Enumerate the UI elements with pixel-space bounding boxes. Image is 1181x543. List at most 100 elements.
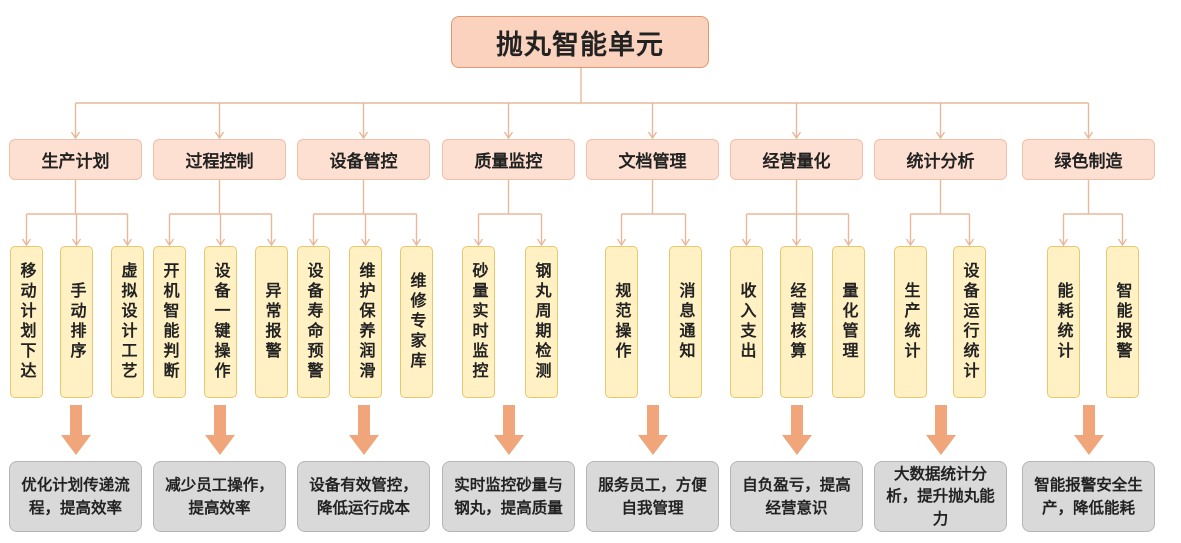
item-box: 手动排序	[60, 246, 93, 398]
item-box: 设备运行统计	[953, 246, 986, 398]
item-box: 虚拟设计工艺	[111, 246, 144, 398]
outcome-text: 优化计划传递流程，提高效率	[21, 476, 130, 517]
arrow-tip	[411, 238, 422, 247]
arrow-tip	[358, 131, 369, 140]
arrow-tip	[791, 131, 802, 140]
outcome-text: 智能报警安全生产，降低能耗	[1034, 476, 1143, 517]
outcome-text: 减少员工操作，提高效率	[165, 476, 274, 517]
down-arrow-icon	[60, 405, 91, 455]
arrow-tip	[536, 238, 547, 247]
arrow-tip	[1083, 131, 1094, 140]
item-box: 维护保养润滑	[349, 246, 382, 398]
item-box: 经营核算	[780, 246, 813, 398]
down-arrow-icon	[925, 405, 956, 455]
arrow-tip	[791, 238, 802, 247]
category-label: 设备管控	[329, 152, 398, 172]
category-box: 文档管理	[586, 139, 719, 180]
item-label: 消息通知	[676, 282, 696, 362]
down-arrow-icon	[781, 405, 812, 455]
item-label: 异常报警	[262, 282, 282, 362]
category-box: 绿色制造	[1022, 139, 1155, 180]
outcome-box: 自负盈亏，提高经营意识	[730, 461, 863, 532]
category-label: 生产计划	[41, 152, 110, 172]
category-label: 经营量化	[762, 152, 831, 172]
item-label: 经营核算	[787, 282, 807, 362]
item-box: 钢丸周期检测	[525, 246, 558, 398]
item-label: 设备寿命预警	[304, 262, 324, 382]
outcome-box: 实时监控砂量与钢丸，提高质量	[442, 461, 575, 532]
item-box: 开机智能判断	[153, 246, 186, 398]
item-box: 能耗统计	[1047, 246, 1080, 398]
outcome-box: 服务员工，方便自我管理	[586, 461, 719, 532]
category-label: 统计分析	[906, 152, 975, 172]
item-box: 量化管理	[832, 246, 865, 398]
down-arrow-icon	[637, 405, 668, 455]
category-box: 质量监控	[442, 139, 575, 180]
item-label: 钢丸周期检测	[532, 262, 552, 382]
root-node: 抛丸智能单元	[451, 16, 709, 68]
item-box: 移动计划下达	[10, 246, 43, 398]
item-label: 设备运行统计	[960, 262, 980, 382]
item-label: 维护保养润滑	[356, 262, 376, 382]
outcome-text: 设备有效管控，降低运行成本	[309, 476, 418, 517]
item-box: 消息通知	[669, 246, 702, 398]
category-box: 设备管控	[297, 139, 430, 180]
item-box: 异常报警	[255, 246, 288, 398]
outcome-box: 智能报警安全生产，降低能耗	[1022, 461, 1155, 532]
arrow-tip	[905, 238, 916, 247]
arrow-tip	[266, 238, 277, 247]
category-box: 统计分析	[874, 139, 1007, 180]
category-label: 过程控制	[185, 152, 254, 172]
category-box: 生产计划	[9, 139, 142, 180]
arrow-tip	[164, 238, 175, 247]
arrow-tip	[935, 131, 946, 140]
outcome-text: 自负盈亏，提高经营意识	[742, 476, 851, 517]
arrow-tip	[843, 238, 854, 247]
down-arrow-icon	[204, 405, 235, 455]
arrow-tip	[647, 131, 658, 140]
outcome-box: 大数据统计分析，提升抛丸能力	[874, 461, 1007, 532]
arrow-tip	[70, 131, 81, 140]
arrow-tip	[122, 238, 133, 247]
category-box: 过程控制	[153, 139, 286, 180]
arrow-tip	[308, 238, 319, 247]
item-box: 砂量实时监控	[462, 246, 495, 398]
item-label: 收入支出	[737, 282, 757, 362]
category-label: 绿色制造	[1054, 152, 1123, 172]
item-label: 开机智能判断	[160, 262, 180, 382]
category-label: 质量监控	[474, 152, 543, 172]
outcome-box: 设备有效管控，降低运行成本	[297, 461, 430, 532]
down-arrow-icon	[1073, 405, 1104, 455]
outcome-box: 优化计划传递流程，提高效率	[9, 461, 142, 532]
item-label: 能耗统计	[1054, 282, 1074, 362]
item-label: 移动计划下达	[17, 262, 37, 382]
item-label: 虚拟设计工艺	[118, 262, 138, 382]
outcome-text: 服务员工，方便自我管理	[598, 476, 707, 517]
down-arrow-icon	[493, 405, 524, 455]
item-box: 智能报警	[1106, 246, 1139, 398]
root-label: 抛丸智能单元	[496, 29, 664, 61]
arrow-tip	[214, 131, 225, 140]
arrow-tip	[680, 238, 691, 247]
arrow-tip	[473, 238, 484, 247]
item-box: 收入支出	[730, 246, 763, 398]
arrow-tip	[964, 238, 975, 247]
item-label: 生产统计	[901, 282, 921, 362]
outcome-text: 大数据统计分析，提升抛丸能力	[886, 464, 995, 528]
outcome-text: 实时监控砂量与钢丸，提高质量	[454, 476, 563, 517]
arrow-tip	[741, 238, 752, 247]
arrow-tip	[503, 131, 514, 140]
arrow-tip	[360, 238, 371, 247]
item-label: 维修专家库	[407, 272, 427, 372]
arrow-tip	[71, 238, 82, 247]
down-arrow-icon	[348, 405, 379, 455]
arrow-tip	[1058, 238, 1069, 247]
category-label: 文档管理	[618, 152, 687, 172]
item-box: 维修专家库	[400, 246, 433, 398]
item-box: 规范操作	[605, 246, 638, 398]
arrow-tip	[215, 238, 226, 247]
item-box: 设备寿命预警	[297, 246, 330, 398]
item-label: 砂量实时监控	[469, 262, 489, 382]
item-label: 智能报警	[1113, 282, 1133, 362]
